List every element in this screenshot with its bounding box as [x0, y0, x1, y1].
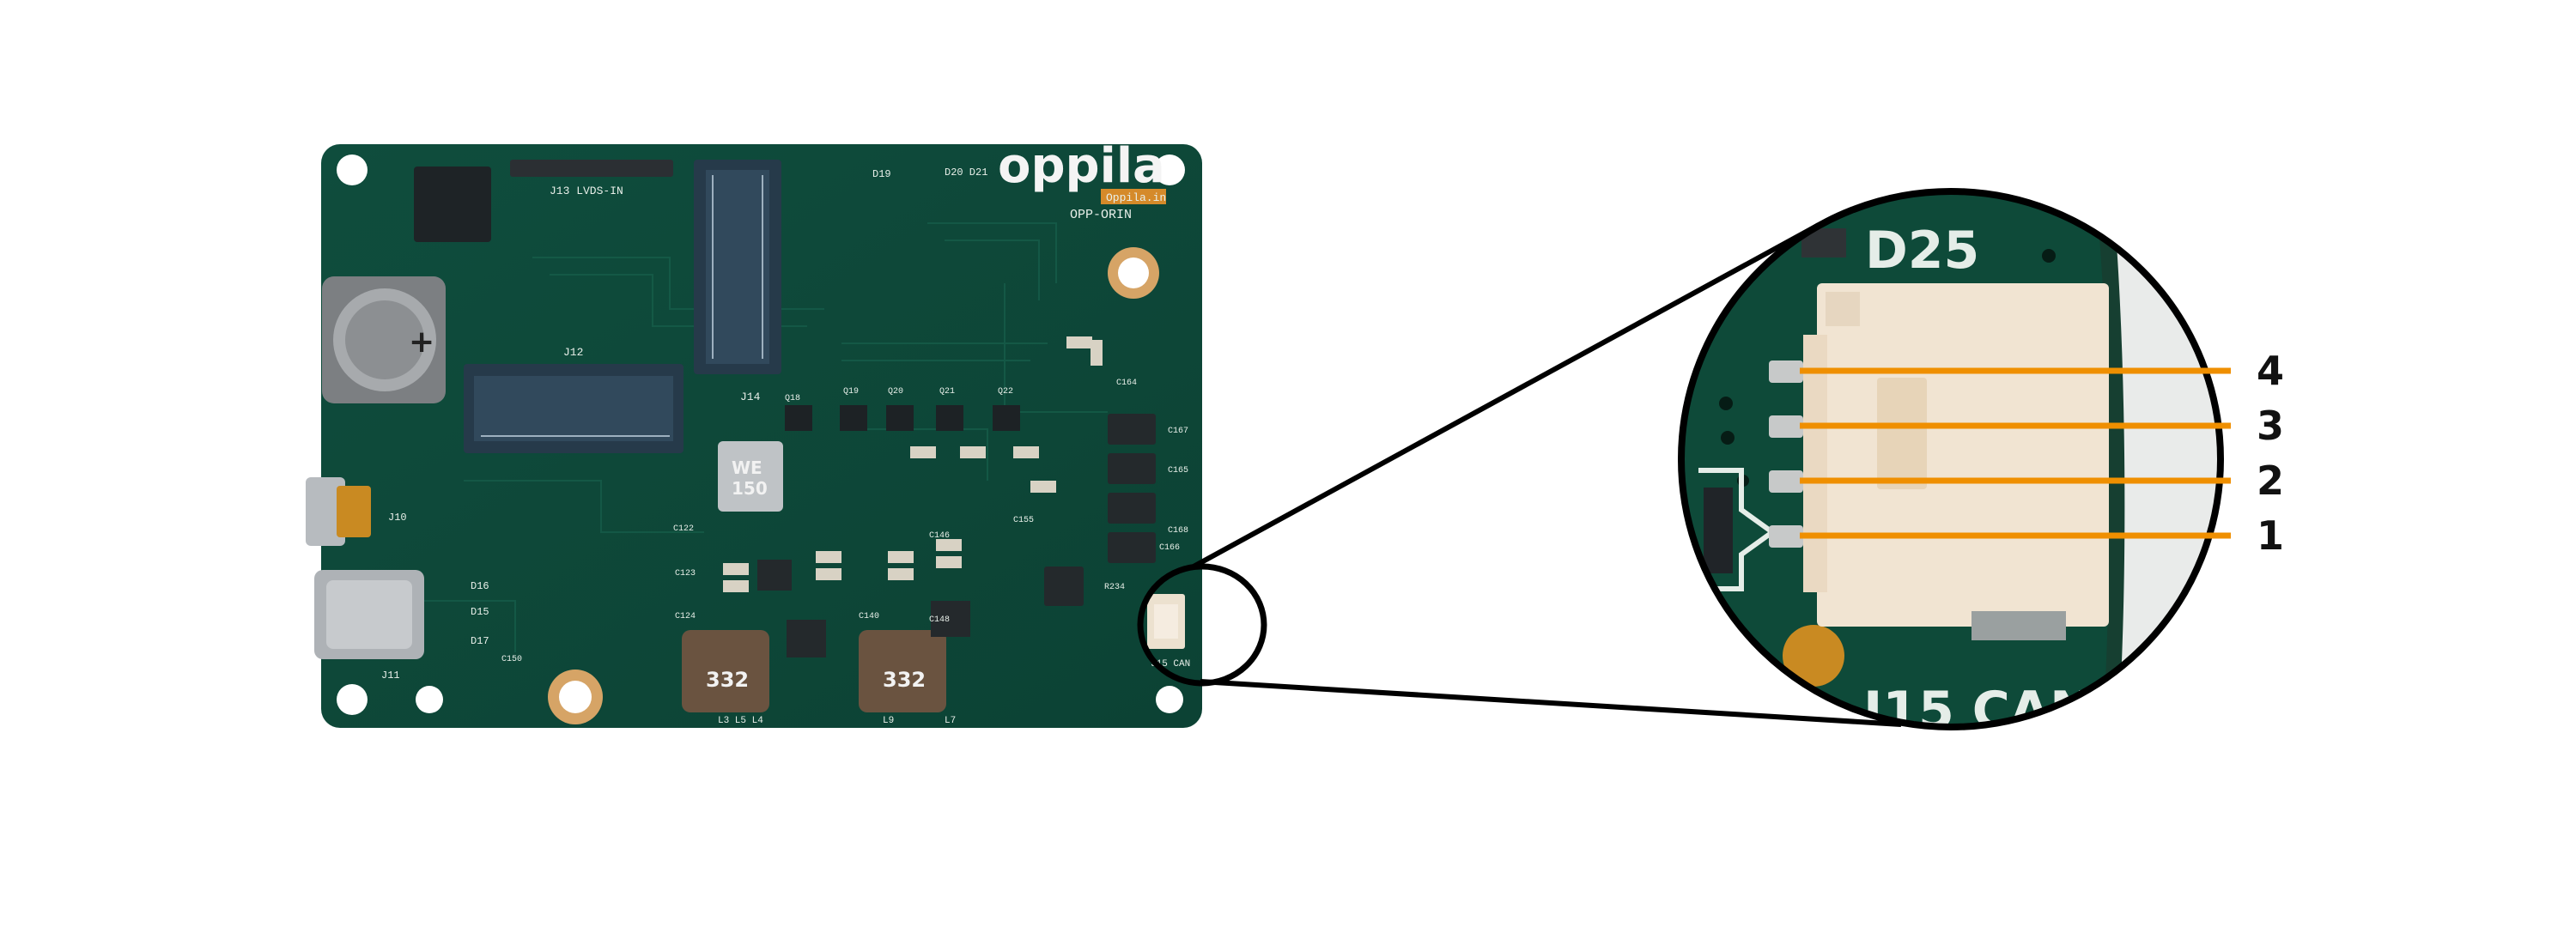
pin-number-label: 3: [2257, 403, 2284, 449]
micro-usb-port: [306, 477, 371, 546]
d16-label: D16: [471, 580, 489, 592]
c146-label: C146: [929, 531, 950, 541]
d20-d21-label: D20 D21: [945, 167, 987, 179]
c166-label: C166: [1159, 543, 1180, 553]
m2-slot-vertical: [694, 160, 781, 374]
d17-label: D17: [471, 635, 489, 647]
can-connector-zoomed: [1803, 283, 2109, 640]
j12-label: J12: [563, 346, 583, 359]
mounting-hole: [337, 154, 1185, 715]
brand-badge: [1101, 189, 1166, 204]
battery-plus-mark: +: [409, 324, 434, 360]
capacitor-array: [723, 336, 1103, 592]
l9-label: L9: [883, 716, 894, 726]
lvds-label: J13 LVDS-IN: [550, 185, 623, 197]
j10-label: J10: [388, 512, 407, 524]
c164-label: C164: [1116, 379, 1137, 388]
q18-label: Q18: [785, 394, 800, 403]
c167-label: C167: [1168, 427, 1188, 436]
q20-label: Q20: [888, 387, 903, 397]
coin-cell-holder: +: [322, 276, 446, 403]
q22-label: Q22: [998, 387, 1013, 397]
j11-label: J11: [381, 670, 400, 682]
c140-label: C140: [859, 612, 879, 621]
c122-label: C122: [673, 524, 694, 534]
c123-label: C123: [675, 569, 696, 579]
standoff: [548, 247, 1159, 724]
pin-number-label: 4: [2257, 348, 2284, 394]
pin-lines: 4 3 2 1: [1800, 348, 2284, 559]
c150-label: C150: [501, 655, 522, 664]
c165-label: C165: [1168, 466, 1188, 476]
d19-label: D19: [872, 168, 891, 180]
brand-logo: oppila: [998, 138, 1165, 194]
model-label: OPP-ORIN: [1070, 208, 1132, 222]
callout-line-bottom: [1200, 679, 1902, 727]
svg-text:332: 332: [883, 668, 926, 692]
m2-slot-horizontal: [464, 364, 683, 453]
c168-label: C168: [1168, 526, 1188, 536]
power-components: [757, 414, 1156, 657]
can-connector-small: [1147, 594, 1185, 649]
c148-label: C148: [929, 615, 950, 625]
c155-label: C155: [1013, 516, 1034, 525]
brand-sub-label: Oppila.in: [1106, 191, 1166, 204]
j14-label: J14: [740, 391, 761, 403]
connector-pins: [1769, 360, 1803, 548]
svg-text:332: 332: [706, 668, 749, 692]
gold-pad: [1783, 625, 1844, 687]
l7-label: L7: [945, 716, 956, 726]
mosfet-row: [785, 405, 1020, 431]
usb-c-port: [314, 570, 424, 659]
d15-label: D15: [471, 606, 489, 618]
zoom-connector-label: J15 CAN: [1860, 681, 2093, 741]
r234-label: R234: [1104, 583, 1125, 592]
d25-designator: D25: [1865, 221, 1979, 281]
callout-line-top: [1192, 222, 1820, 569]
q21-label: Q21: [939, 387, 955, 397]
ic-chip: [414, 167, 491, 242]
c124-label: C124: [675, 612, 696, 621]
led-component: [1704, 488, 1733, 573]
l3-l5-l4-label: L3 L5 L4: [718, 716, 763, 726]
zoom-circle-border: [1678, 188, 2224, 730]
inductor-332-left: 332: [682, 630, 769, 712]
pcb-board: oppila Oppila.in OPP-ORIN J13 LVDS-IN + …: [306, 138, 1202, 728]
q19-label: Q19: [843, 387, 859, 397]
we-number: 150: [732, 478, 768, 499]
we-text: WE: [732, 457, 762, 478]
pin-number-label: 1: [2257, 512, 2284, 559]
inductor-we150: WE 150: [718, 441, 783, 512]
pin-number-label: 2: [2257, 457, 2284, 504]
inductor-332-right: 332: [859, 630, 946, 712]
lvds-connector: [510, 160, 673, 177]
